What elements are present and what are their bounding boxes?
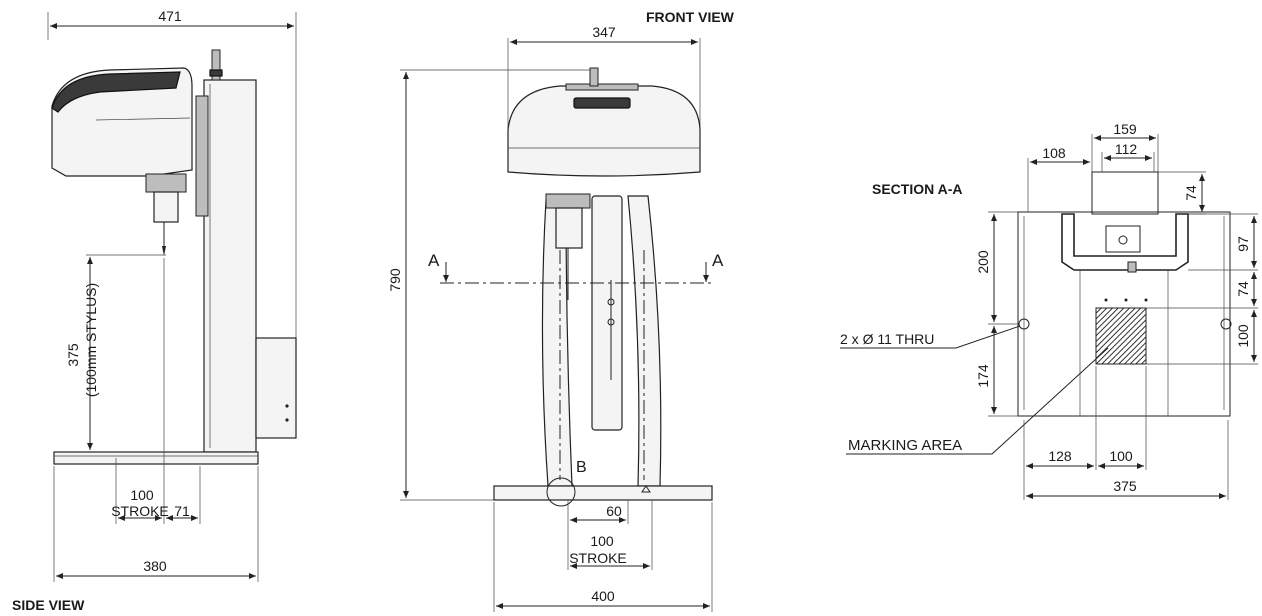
- dim-stroke-100: 100: [590, 533, 614, 549]
- dim-200: 200: [975, 250, 991, 274]
- front-view: FRONT VIEW 347 790 A: [387, 9, 735, 612]
- mount-hole-right: [1220, 318, 1232, 330]
- head-seam: [95, 117, 191, 121]
- adjust-knob: [211, 49, 221, 81]
- right-leg: [627, 195, 662, 487]
- front-view-title: FRONT VIEW: [646, 9, 735, 25]
- head-mount: [545, 193, 591, 209]
- knob-collar: [209, 69, 223, 77]
- front-base: [493, 485, 713, 501]
- head-top-shade: [51, 71, 181, 113]
- side-box: [255, 337, 297, 439]
- section-tab: [1127, 261, 1137, 273]
- stroke-label: STROKE: [569, 550, 627, 566]
- dim-stroke-100: 100: [130, 487, 154, 503]
- section-aa: SECTION A-A 159 112 108: [840, 121, 1258, 500]
- holes-leader: [840, 325, 1021, 349]
- side-column: [203, 79, 257, 453]
- section-title: SECTION A-A: [872, 181, 962, 197]
- dot: [1104, 298, 1108, 302]
- dim-71: 71: [174, 503, 190, 519]
- section-bore: [1118, 235, 1128, 245]
- dim-74-top: 74: [1183, 185, 1199, 201]
- base-foot-mark: [641, 485, 651, 493]
- dim-100-bottom: 100: [1109, 448, 1133, 464]
- marking-area-leader: [846, 347, 1109, 455]
- top-knob: [589, 67, 599, 87]
- dim-174: 174: [975, 364, 991, 388]
- section-top-block: [1091, 171, 1159, 215]
- marking-head: [555, 207, 583, 249]
- head-badge: [573, 97, 631, 109]
- screw: [285, 404, 289, 408]
- screw: [285, 418, 289, 422]
- dim-375: 375: [1113, 478, 1137, 494]
- dim-159: 159: [1113, 121, 1137, 137]
- dim-347: 347: [592, 24, 616, 40]
- holes-callout: 2 x Ø 11 THRU: [840, 331, 934, 347]
- section-mark-right: A: [712, 251, 724, 270]
- dim-74-mid: 74: [1235, 281, 1251, 297]
- detail-circle-b: [546, 477, 576, 507]
- section-mark-left: A: [428, 251, 440, 270]
- dim-100-right: 100: [1235, 324, 1251, 348]
- marking-area-callout: MARKING AREA: [848, 437, 962, 454]
- dim-112: 112: [1115, 141, 1138, 157]
- stroke-label: STROKE: [111, 503, 169, 519]
- side-base: [53, 451, 259, 465]
- dim-97: 97: [1235, 236, 1251, 252]
- section-base-plate: [1017, 211, 1231, 417]
- dim-471: 471: [158, 8, 182, 24]
- dim-790: 790: [387, 268, 403, 292]
- stylus-note: (100mm STYLUS): [83, 283, 99, 397]
- dim-400: 400: [591, 588, 615, 604]
- dot: [1144, 298, 1148, 302]
- dim-60: 60: [606, 503, 622, 519]
- marking-area: [1095, 307, 1147, 365]
- section-column: [1061, 213, 1189, 271]
- mount-hole-left: [1018, 318, 1030, 330]
- section-mount: [1105, 225, 1141, 253]
- side-view: 471 375 (100mm STYLUS): [12, 8, 297, 613]
- marking-head: [153, 191, 179, 223]
- side-view-title: SIDE VIEW: [12, 597, 85, 613]
- head-top-vent: [565, 83, 639, 91]
- column-rail: [195, 95, 209, 217]
- front-head: [507, 85, 701, 177]
- head-mount: [145, 173, 187, 193]
- dim-375: 375: [65, 343, 81, 367]
- center-slide: [591, 195, 623, 431]
- dim-128: 128: [1048, 448, 1072, 464]
- dim-380: 380: [143, 558, 167, 574]
- detail-mark-b: B: [576, 459, 587, 476]
- stylus-tip: [162, 246, 166, 256]
- dot: [1124, 298, 1128, 302]
- dim-108: 108: [1042, 145, 1066, 161]
